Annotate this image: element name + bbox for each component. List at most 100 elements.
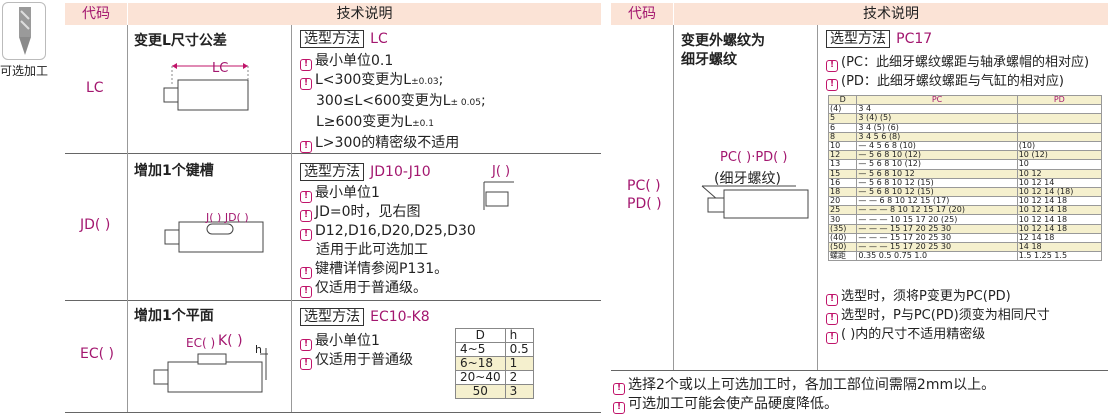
pc-table-d: 18 xyxy=(827,186,858,198)
pc-table-pd: 10 12 14 18 xyxy=(1016,205,1103,216)
pc-table-d: 13 xyxy=(827,159,858,170)
pc-table-pc: 3 (4) (5) xyxy=(856,113,1018,124)
pc-table-pd: 10 12 14 xyxy=(1016,177,1103,188)
divider xyxy=(673,25,674,370)
divider xyxy=(817,25,818,370)
pc-table-pd: 14 18 xyxy=(1016,241,1103,253)
pc-table-d: 16 xyxy=(827,177,858,188)
pc-table-d: 25 xyxy=(827,205,858,216)
info-icon: ! xyxy=(300,339,312,351)
code-pc: PC( ) xyxy=(627,178,661,194)
ec-table-cell: 4~5 xyxy=(455,342,506,357)
pc-table-d: (40) xyxy=(827,232,858,244)
divider xyxy=(65,412,601,413)
pc-table-d: 15 xyxy=(827,168,858,179)
lc-line-3: 300≤L<600变更为L xyxy=(316,93,451,109)
footer-note-1: 选择2个或以上可选加工时，各加工部位间需隔2mm以上。 xyxy=(628,377,996,393)
ec-table-cell: 50 xyxy=(455,384,506,399)
ec-table-cell: 0.5 xyxy=(504,342,534,357)
fig-label-k: K( ) xyxy=(218,333,243,349)
pd-note: (PD：此细牙螺纹螺距与气缸的相对应) xyxy=(841,74,1064,89)
row-title-pc-1: 变更外螺纹为 xyxy=(681,33,765,49)
pc-table-pd: 10 12 14 18 xyxy=(1016,196,1103,207)
divider xyxy=(291,25,292,412)
row-title-pc-2: 细牙螺纹 xyxy=(681,52,737,68)
method-label: 选型方法 xyxy=(300,30,364,48)
divider xyxy=(65,153,601,154)
info-icon: ! xyxy=(300,267,312,279)
pc-table-pd: 12 14 18 xyxy=(1016,232,1103,244)
divider xyxy=(65,300,601,301)
shaft-lc-figure xyxy=(163,63,249,111)
pc-table-head: PC xyxy=(856,94,1018,106)
row-title-ec: 增加1个平面 xyxy=(134,308,214,324)
jd-line-3: D12,D16,D20,D25,D30 xyxy=(315,223,476,239)
pc-table-pd xyxy=(1016,122,1103,133)
method-jd: 选型方法 JD10-J10 xyxy=(300,163,431,181)
lc-semicolon: ; xyxy=(438,72,444,88)
footer-note-2: 可选加工可能会使产品硬度降低。 xyxy=(628,396,838,412)
pc-table-pc: — — — 15 17 20 25 30 xyxy=(856,223,1018,234)
drill-icon xyxy=(19,7,31,55)
fig-label-pc-2: (细牙螺纹) xyxy=(714,171,781,187)
code-pd: PD( ) xyxy=(627,196,662,212)
pc-table-d: 12 xyxy=(827,150,858,161)
divider xyxy=(611,370,1108,371)
ec-table-head: h xyxy=(504,328,534,343)
method-label: 选型方法 xyxy=(826,30,890,48)
ec-table-head: D xyxy=(455,328,506,343)
option-badge-label: 可选加工 xyxy=(0,64,49,78)
pc-table-pc: 0.35 0.5 0.75 1.0 xyxy=(856,251,1018,262)
pc-table-pd xyxy=(1016,113,1103,124)
info-icon: ! xyxy=(300,78,312,90)
info-icon: ! xyxy=(826,79,838,91)
pc-table-d: 6 xyxy=(827,122,858,133)
method-pc: 选型方法 PC17 xyxy=(826,30,932,48)
fig-label-pc: PC( )·PD( ) xyxy=(720,150,788,165)
fig-label-h: h xyxy=(255,343,262,356)
divider xyxy=(127,25,128,412)
pc-table-pd: 10 xyxy=(1016,159,1103,170)
fig-label-jd: J( ) JD( ) xyxy=(206,211,249,224)
ec-table-cell: 1 xyxy=(504,356,534,371)
jd-line-4: 适用于此可选加工 xyxy=(316,242,428,258)
shaft-ec-figure xyxy=(153,348,268,393)
jd-line-6: 仅适用于普通级。 xyxy=(315,280,427,296)
info-icon: ! xyxy=(300,229,312,241)
lc-line-4: L≥600变更为L xyxy=(316,114,413,130)
pc-table-d: 30 xyxy=(827,214,858,225)
lc-line-2: L<300变更为L xyxy=(315,72,412,88)
pc-table-d: 20 xyxy=(827,196,858,207)
method-label: 选型方法 xyxy=(300,163,364,181)
info-icon: ! xyxy=(826,60,838,72)
code-jd: JD( ) xyxy=(80,217,111,233)
pc-table-pd: 10 12 14 18 xyxy=(1016,214,1103,225)
info-icon: ! xyxy=(613,402,625,414)
pc-rule-3: ( )内的尺寸不适用精密级 xyxy=(841,327,986,342)
shaft-jd-figure xyxy=(164,221,264,253)
code-ec: EC( ) xyxy=(80,346,114,362)
left-header-code: 代码 xyxy=(65,3,127,25)
ec-table-cell: 3 xyxy=(504,384,534,399)
pc-table-pd: 10 (12) xyxy=(1016,150,1103,161)
keyway-detail-figure xyxy=(483,181,514,210)
pc-note: (PC：此细牙螺纹螺距与轴承螺帽的相对应) xyxy=(841,55,1090,70)
info-icon: ! xyxy=(300,141,312,153)
pc-table-pd: 10 12 14 (18) xyxy=(1016,186,1103,198)
pc-table-pd: 10 12 xyxy=(1016,168,1103,179)
ec-table-cell: 20~40 xyxy=(455,370,506,385)
pc-rule-2: 选型时，P与PC(PD)须变为相同尺寸 xyxy=(841,308,1050,323)
pc-table-d: 8 xyxy=(827,131,858,142)
pc-table-pc: — — — 10 15 17 20 (25) xyxy=(856,214,1018,225)
pc-table-pc: — 5 6 8 10 (12) xyxy=(856,159,1018,170)
pc-table-pc: 3 4 (5) (6) xyxy=(856,122,1018,133)
method-code: PC17 xyxy=(896,31,933,47)
lc-tol-2: ± 0.05 xyxy=(450,98,481,108)
pc-table-pd: 10 12 14 18 xyxy=(1016,223,1103,234)
lc-tol-1: ±0.03 xyxy=(411,77,439,87)
jd-line-1: 最小单位1 xyxy=(315,185,380,201)
pc-table-d: 10 xyxy=(827,140,858,152)
pc-table-head: PD xyxy=(1016,94,1103,106)
pc-table-pd: 1.5 1.25 1.5 xyxy=(1016,251,1103,262)
pc-table-d: 螺距 xyxy=(827,251,858,262)
